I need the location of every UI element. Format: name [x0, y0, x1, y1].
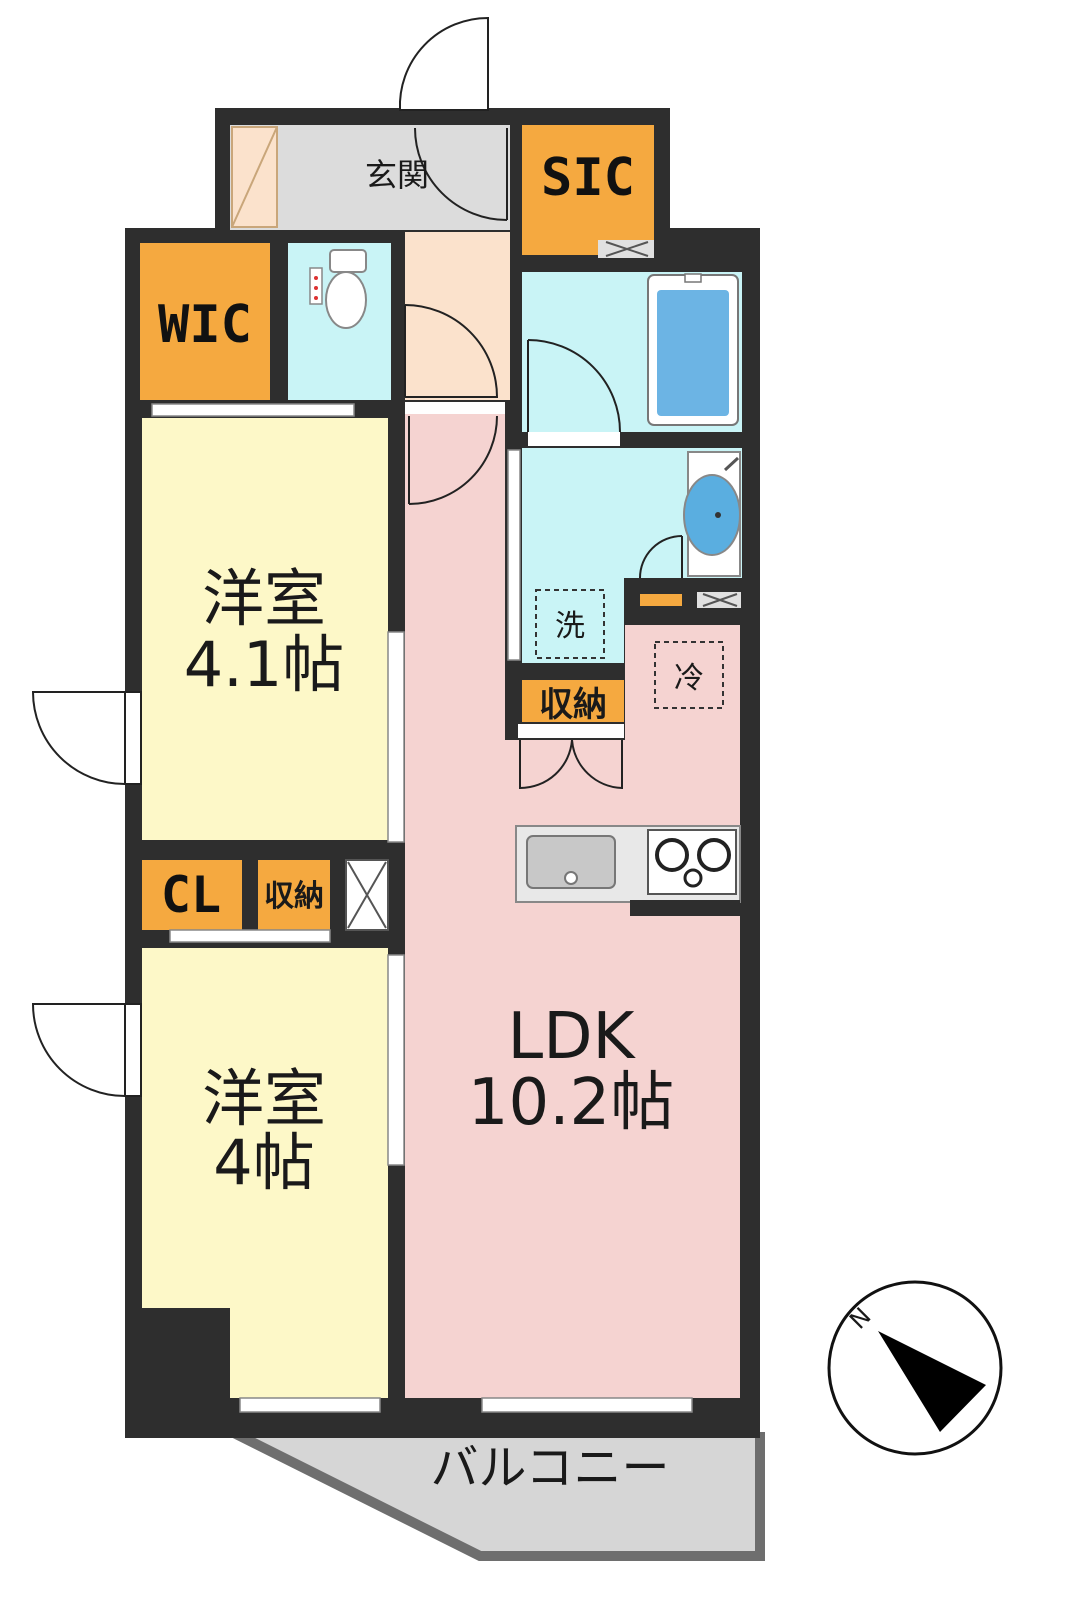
toilet-icon: [309, 249, 367, 329]
kitchen-storage-doors[interactable]: [518, 724, 624, 790]
cl-label: CL: [161, 866, 221, 924]
kitchen-storage: [522, 680, 624, 722]
bedroom-1-exterior-door[interactable]: [31, 691, 142, 785]
shoe-cabinet-diagonal: [231, 126, 278, 228]
washer-label: 洗: [555, 609, 585, 644]
washroom-sliding-door[interactable]: [507, 449, 521, 661]
balcony-railing: [229, 1427, 765, 1561]
bedroom-1: [142, 418, 388, 840]
washer-space: [535, 589, 605, 659]
storage-label: 収納: [264, 879, 324, 914]
ldk-name: LDK: [508, 1000, 637, 1074]
burner-right-icon: [697, 838, 731, 872]
sic-closet: [522, 125, 654, 255]
balcony-label: バルコニー: [430, 1440, 669, 1496]
bedroom-2-exterior-door[interactable]: [31, 1003, 142, 1097]
entrance-door[interactable]: [398, 16, 508, 221]
kitchen-counter: [515, 825, 741, 916]
wic-closet: [140, 243, 270, 400]
cl-sliding-door: [169, 929, 331, 943]
sic-label: SIC: [541, 148, 635, 208]
ldk-size: 10.2帖: [468, 1066, 675, 1140]
ldk-door[interactable]: [405, 402, 505, 505]
burner-left-icon: [655, 838, 689, 872]
bedroom-2-window: [239, 1397, 381, 1413]
bathtub-icon: [647, 273, 739, 426]
balcony-area: [235, 1432, 760, 1558]
bedroom-2-size: 4帖: [213, 1126, 314, 1199]
washroom-small-door[interactable]: [639, 535, 683, 579]
wic-label: WIC: [158, 295, 252, 355]
ldk-window: [481, 1397, 693, 1413]
bedroom-1-name: 洋室: [202, 562, 326, 635]
bedroom-2: [142, 948, 388, 1398]
wic-sliding-door: [151, 403, 355, 417]
wash-vent-x-icon: [702, 593, 738, 607]
bathroom-door[interactable]: [527, 339, 621, 446]
fridge-label: 冷: [674, 661, 704, 696]
storage-closet: [258, 860, 330, 930]
kitchen-storage-label: 収納: [539, 685, 607, 725]
ldk-area: [405, 410, 740, 1398]
bathroom-vent-x-icon: [605, 241, 649, 257]
toilet-door[interactable]: [404, 304, 499, 398]
compass-north-arrow-icon: N: [827, 1280, 1003, 1456]
sink-icon: [526, 835, 616, 889]
hallway-area: [405, 232, 510, 400]
bedroom-1-size: 4.1帖: [184, 628, 345, 701]
bedroom-2-sliding-door: [387, 954, 405, 1166]
bedroom-2-name: 洋室: [202, 1062, 326, 1135]
burner-small-icon: [683, 868, 703, 888]
cl-closet: [142, 860, 242, 930]
fridge-space: [654, 641, 724, 709]
bedroom-1-sliding-door: [387, 631, 405, 843]
pipe-space-x-icon: [347, 861, 387, 929]
entrance-label: 玄関: [365, 156, 429, 194]
washbasin-icon: [683, 451, 741, 577]
wash-panel: [640, 594, 682, 606]
washroom-lower: [522, 578, 624, 663]
